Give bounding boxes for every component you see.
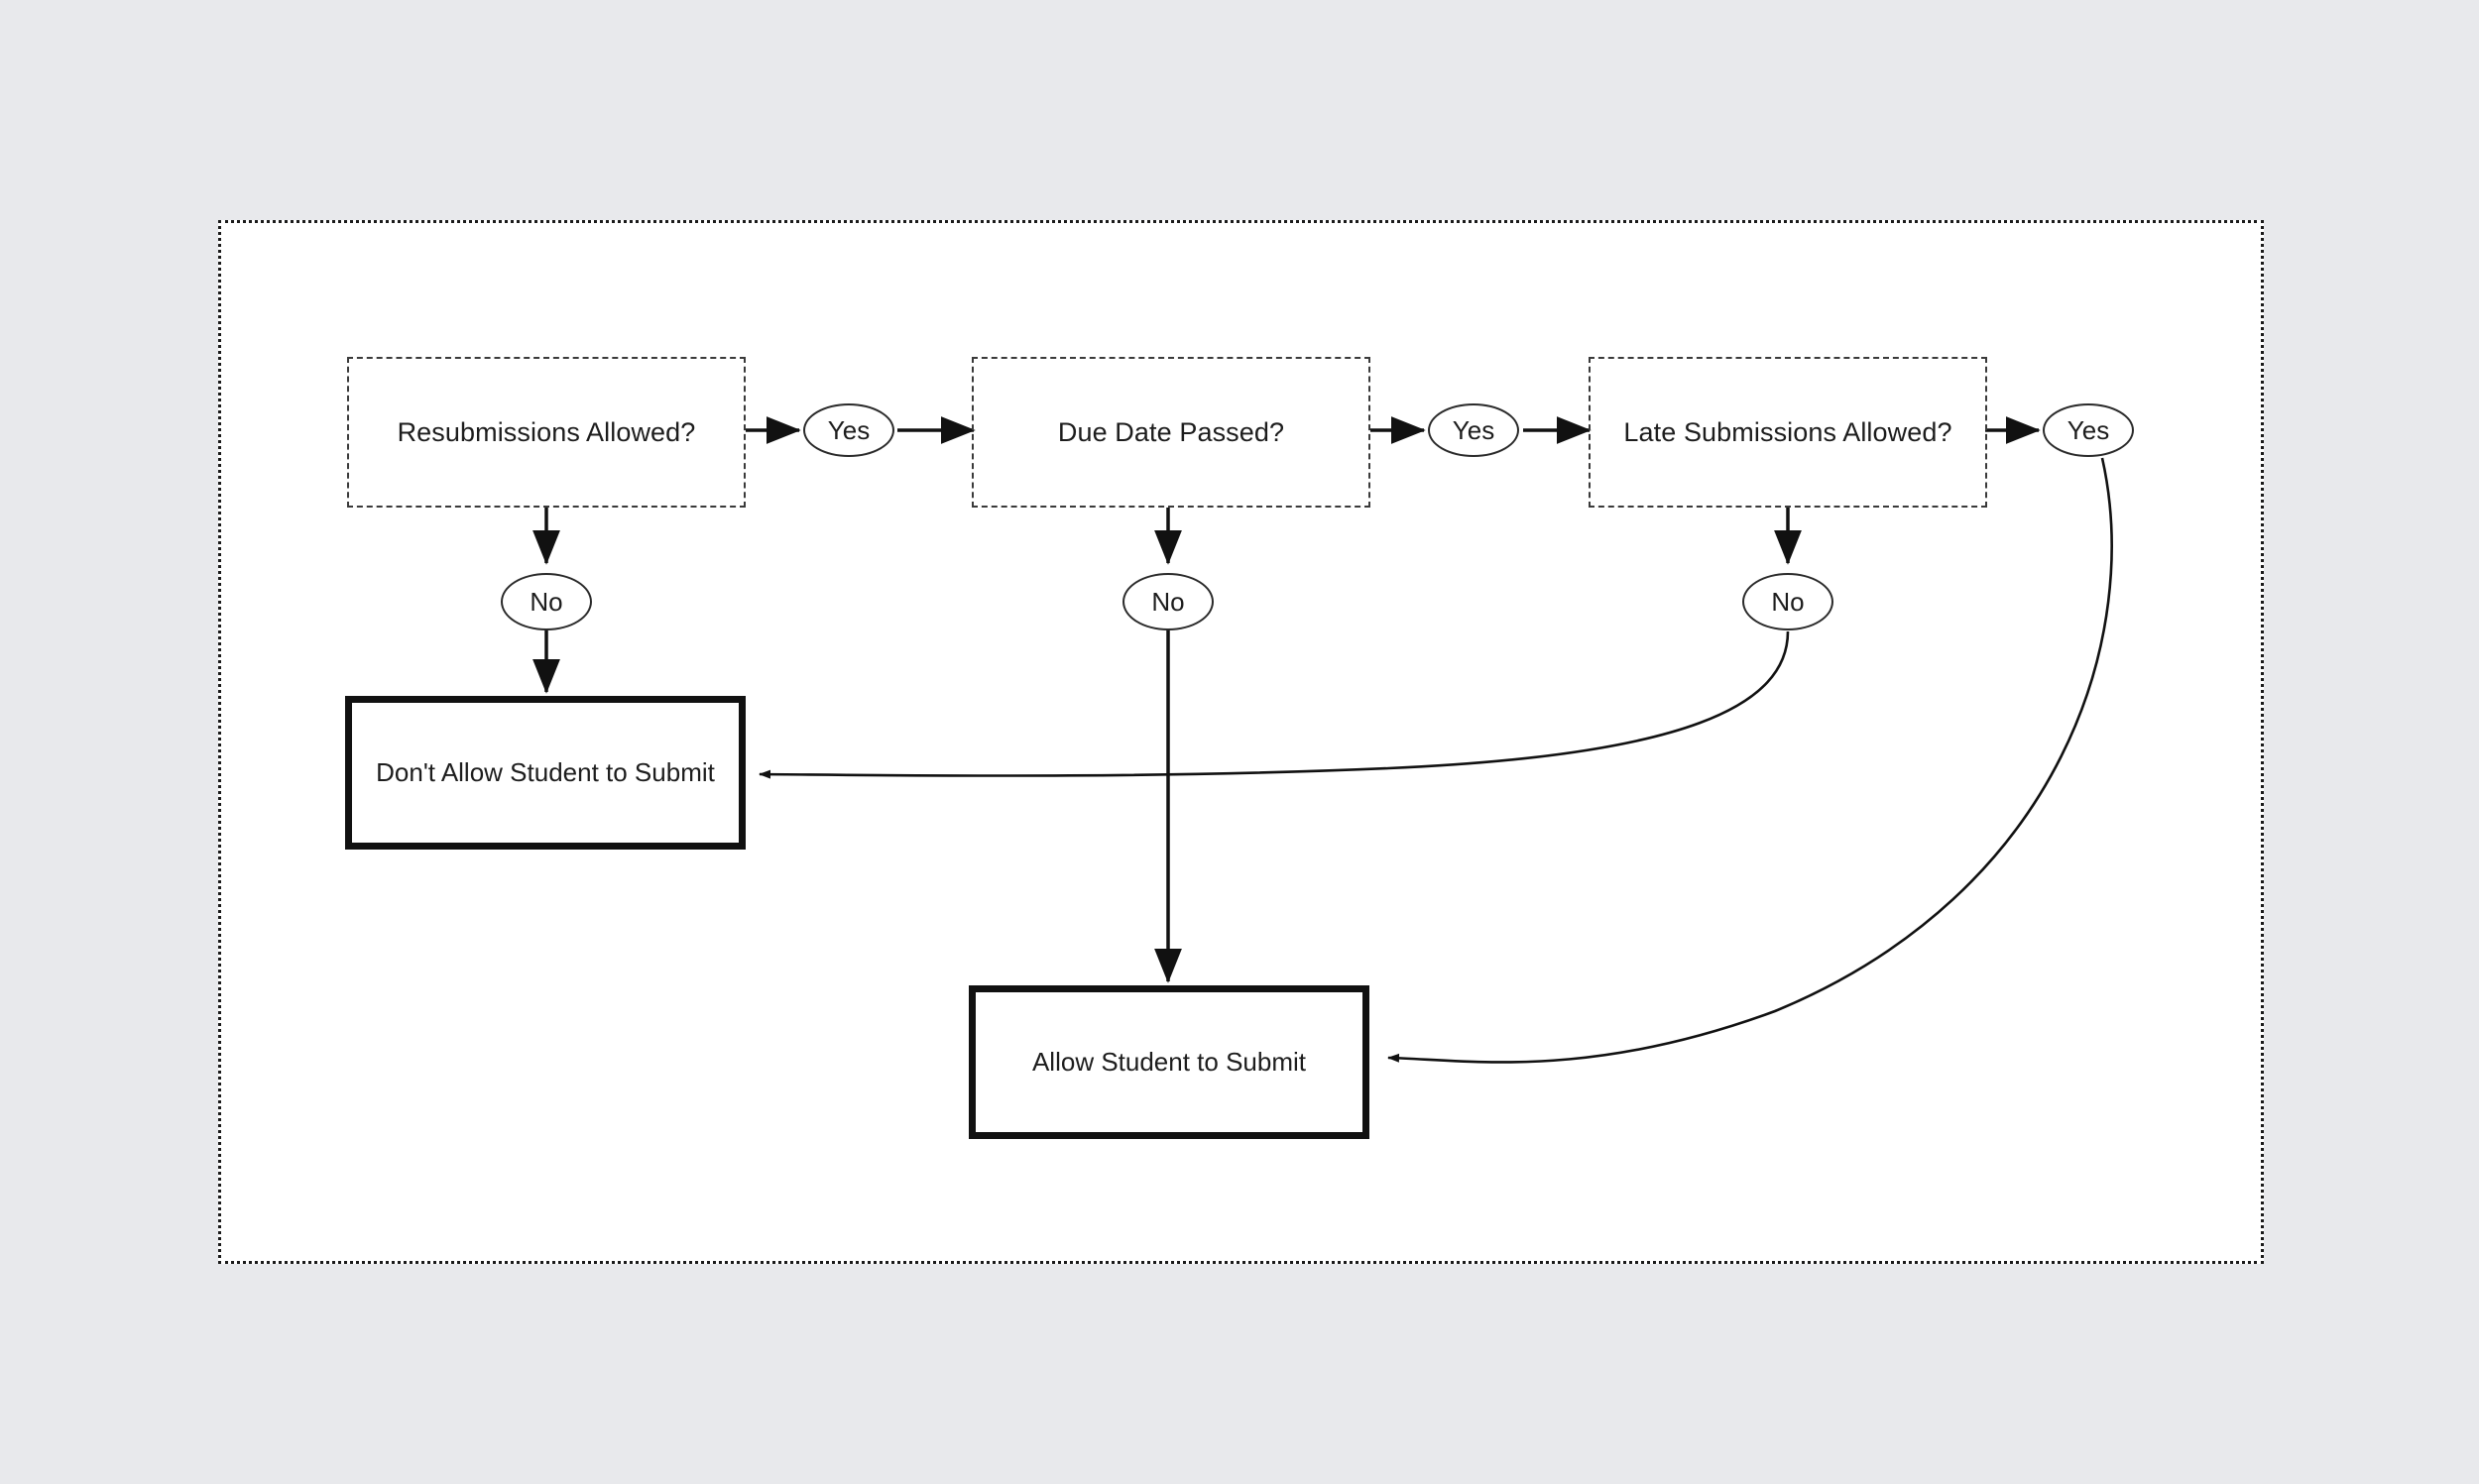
branch-no-late-submissions[interactable]: No bbox=[1742, 573, 1833, 630]
decision-resubmissions-allowed[interactable]: Resubmissions Allowed? bbox=[347, 357, 746, 508]
branch-yes-resubmissions[interactable]: Yes bbox=[803, 403, 894, 457]
decision-due-date-passed[interactable]: Due Date Passed? bbox=[972, 357, 1370, 508]
branch-no-due-date[interactable]: No bbox=[1122, 573, 1214, 630]
terminal-allow-submit[interactable]: Allow Student to Submit bbox=[969, 985, 1369, 1139]
branch-label: Yes bbox=[827, 414, 871, 445]
terminal-dont-allow-submit[interactable]: Don't Allow Student to Submit bbox=[345, 696, 746, 850]
branch-label: Yes bbox=[2066, 414, 2110, 445]
decision-label: Late Submissions Allowed? bbox=[1623, 416, 1952, 447]
branch-label: No bbox=[530, 586, 563, 617]
decision-late-submissions-allowed[interactable]: Late Submissions Allowed? bbox=[1589, 357, 1987, 508]
decision-label: Due Date Passed? bbox=[1057, 416, 1285, 447]
branch-label: Yes bbox=[1452, 414, 1495, 445]
terminal-label: Allow Student to Submit bbox=[1031, 1047, 1307, 1077]
branch-no-resubmissions[interactable]: No bbox=[501, 573, 592, 630]
branch-label: No bbox=[1771, 586, 1805, 617]
branch-yes-due-date[interactable]: Yes bbox=[1428, 403, 1519, 457]
branch-label: No bbox=[1151, 586, 1185, 617]
branch-yes-late-submissions[interactable]: Yes bbox=[2043, 403, 2134, 457]
decision-label: Resubmissions Allowed? bbox=[397, 416, 696, 447]
terminal-label: Don't Allow Student to Submit bbox=[376, 757, 715, 787]
